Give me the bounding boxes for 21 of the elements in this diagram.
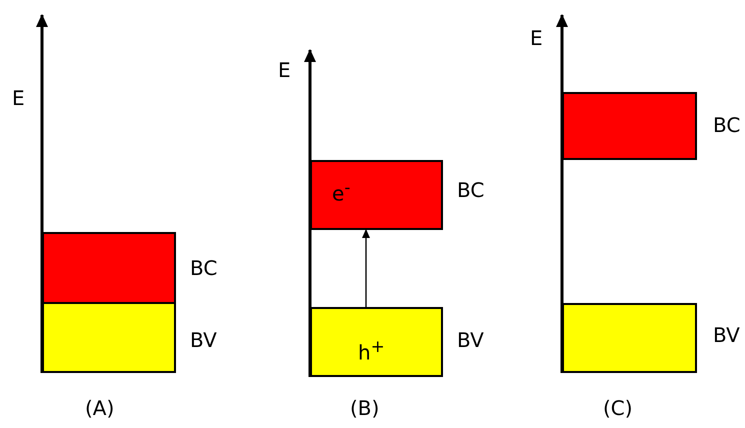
band-label: BV: [190, 330, 217, 350]
band-label: BC: [713, 115, 740, 135]
conduction-band: [562, 92, 697, 160]
conduction-band: [42, 232, 176, 304]
electron-label: e$^{-}$: [332, 180, 350, 204]
band-label: BC: [457, 180, 484, 200]
valence-band: [42, 302, 176, 373]
band-label: BV: [457, 330, 484, 350]
panel-label: (C): [603, 398, 633, 418]
axis-label: E: [278, 60, 291, 80]
valence-band: [562, 303, 697, 373]
conduction-band: [310, 160, 443, 230]
panel-label: (A): [85, 398, 114, 418]
axis-label: E: [12, 88, 25, 108]
arrow: [362, 229, 370, 307]
panel-label: (B): [350, 398, 380, 418]
valence-band: [310, 307, 443, 377]
hole-label: h$^{+}$: [358, 339, 385, 363]
band-label: BC: [190, 258, 218, 278]
band-label: BV: [713, 325, 740, 345]
axis-label: E: [530, 28, 543, 48]
